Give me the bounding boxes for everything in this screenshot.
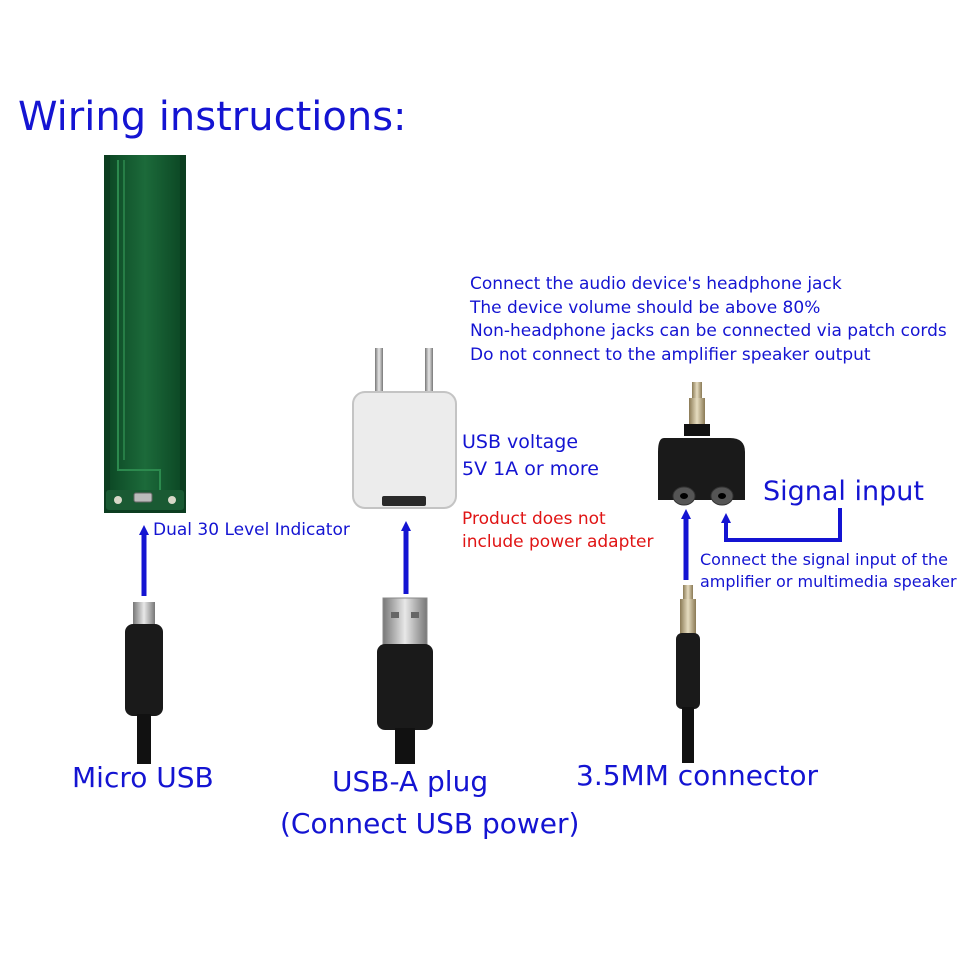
- micro-usb-cable: [125, 602, 163, 764]
- usb-a-label: USB-A plug: [332, 765, 489, 798]
- usb-a-sublabel: (Connect USB power): [280, 807, 580, 840]
- headphone-splitter: [658, 382, 745, 506]
- page-title: Wiring instructions:: [18, 94, 407, 140]
- micro-usb-label: Micro USB: [72, 761, 214, 794]
- adapter-warning-line1: Product does not: [462, 509, 606, 529]
- level-indicator-board: [104, 155, 186, 513]
- adapter-warning-line2: include power adapter: [462, 532, 654, 552]
- headphone-note-1: Connect the audio device's headphone jac…: [470, 274, 842, 294]
- signal-note-line1: Connect the signal input of the: [700, 550, 949, 569]
- headphone-note-2: The device volume should be above 80%: [470, 298, 821, 318]
- signal-note-line2: amplifier or multimedia speaker: [700, 572, 957, 591]
- headphone-note-3: Non-headphone jacks can be connected via…: [470, 321, 947, 341]
- usb-voltage-label: USB voltage: [462, 431, 579, 453]
- jack-plug: [676, 585, 700, 763]
- power-adapter: [352, 348, 457, 509]
- usb-a-cable: [377, 597, 433, 764]
- signal-input-label: Signal input: [763, 476, 924, 507]
- jack-label: 3.5MM connector: [576, 759, 819, 792]
- usb-voltage-value: 5V 1A or more: [462, 458, 599, 480]
- board-label: Dual 30 Level Indicator: [153, 520, 350, 540]
- arrow-signal-input: [721, 508, 842, 542]
- headphone-note-4: Do not connect to the amplifier speaker …: [470, 345, 871, 365]
